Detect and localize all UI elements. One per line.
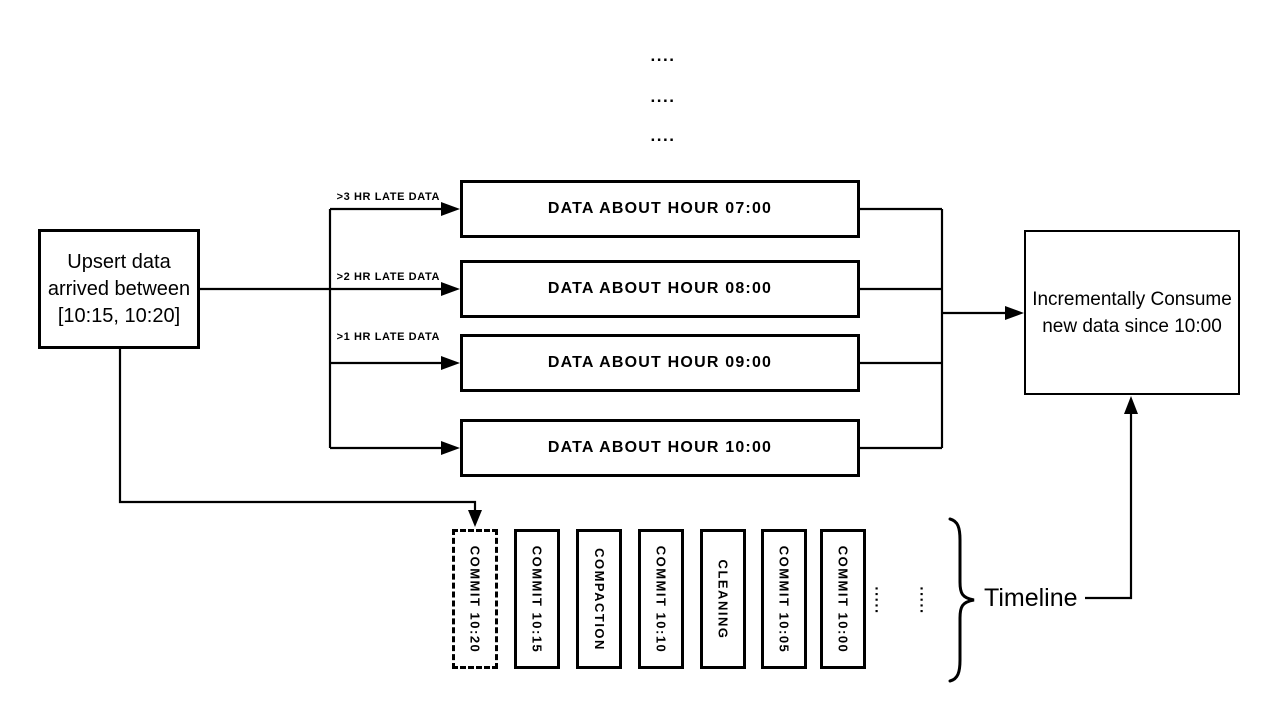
hour-box-0800: DATA ABOUT HOUR 08:00 xyxy=(460,260,860,318)
continuation-dots-row: .... xyxy=(650,46,676,65)
commit-label: COMPACTION xyxy=(591,547,607,651)
commit-label: COMMIT 10:00 xyxy=(835,545,851,653)
commit-box-10-00: COMMIT 10:00 xyxy=(820,529,866,669)
continuation-dots-row: .... xyxy=(650,87,676,106)
upsert-data-line: [10:15, 10:20] xyxy=(57,304,181,327)
upsert-data-box: Upsert data arrived between [10:15, 10:2… xyxy=(38,229,200,349)
hour-box-0700: DATA ABOUT HOUR 07:00 xyxy=(460,180,860,238)
arrowhead-commit-down xyxy=(468,510,482,527)
timeline-brace xyxy=(948,517,975,683)
commit-box-10-15: COMMIT 10:15 xyxy=(514,529,560,669)
late-data-label-1hr: >1 HR LATE DATA xyxy=(336,331,440,343)
wire-upsert-to-commit xyxy=(118,349,477,512)
hour-box-1000: DATA ABOUT HOUR 10:00 xyxy=(460,419,860,477)
hour-box-0900: DATA ABOUT HOUR 09:00 xyxy=(460,334,860,392)
commit-label: COMMIT 10:10 xyxy=(653,545,669,653)
upsert-data-line: Upsert data xyxy=(67,250,171,273)
commit-box-10-05: COMMIT 10:05 xyxy=(761,529,807,669)
commit-label: COMMIT 10:20 xyxy=(467,545,483,653)
continuation-dots-row: .... xyxy=(650,126,676,145)
arrowhead-hour10 xyxy=(441,441,460,455)
arrowhead-hour07 xyxy=(441,202,460,216)
timeline-trailing-dots: ..... xyxy=(916,586,934,615)
timeline-label: Timeline xyxy=(984,584,1078,612)
upsert-data-line: arrived between xyxy=(47,277,191,300)
compaction-box: COMPACTION xyxy=(576,529,622,669)
commit-label: COMMIT 10:05 xyxy=(776,545,792,653)
incremental-consume-box: Incrementally Consume new data since 10:… xyxy=(1024,230,1240,395)
cleaning-box: CLEANING xyxy=(700,529,746,669)
late-data-label-3hr: >3 HR LATE DATA xyxy=(336,191,440,203)
commit-label: CLEANING xyxy=(715,559,731,639)
commit-box-10-10: COMMIT 10:10 xyxy=(638,529,684,669)
late-data-label-2hr: >2 HR LATE DATA xyxy=(336,271,440,283)
wire-timeline-to-consume xyxy=(1085,412,1133,600)
arrowhead-hour08 xyxy=(441,282,460,296)
commit-label: COMMIT 10:15 xyxy=(529,545,545,653)
incremental-consume-line: new data since 10:00 xyxy=(1042,315,1222,337)
arrowhead-consume-left xyxy=(1005,306,1024,320)
arrowhead-consume-bottom xyxy=(1124,396,1138,414)
timeline-trailing-dots: ..... xyxy=(871,586,889,615)
incremental-consume-line: Incrementally Consume xyxy=(1032,288,1232,310)
arrowhead-hour09 xyxy=(441,356,460,370)
commit-box-10-20: COMMIT 10:20 xyxy=(452,529,498,669)
